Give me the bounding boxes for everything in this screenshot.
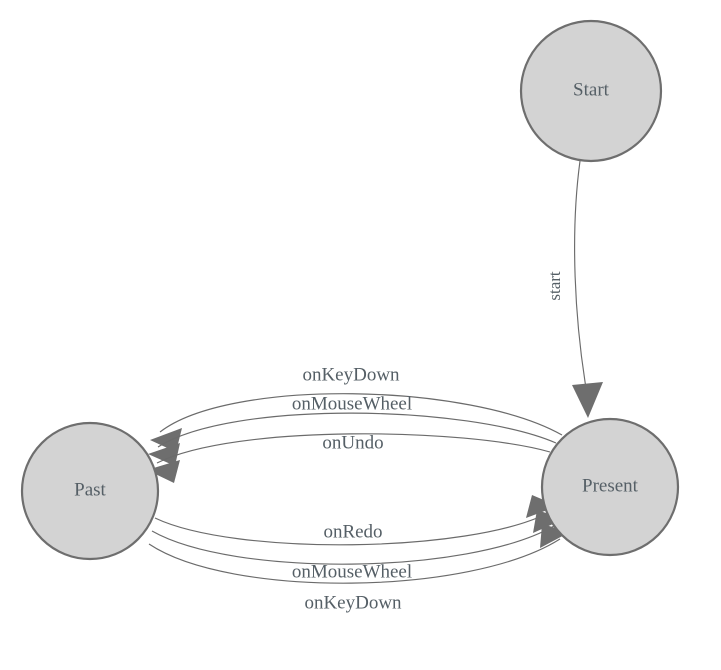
node-past[interactable]: Past (20, 421, 160, 561)
node-present[interactable]: Present (540, 417, 680, 557)
edge-start-to-present-path (574, 160, 587, 389)
node-past-circle (20, 421, 160, 561)
edge-past-to-present-onmousewheel-label: onMouseWheel (292, 561, 412, 582)
edge-present-to-past-onkeydown-label: onKeyDown (302, 364, 400, 385)
edge-present-to-past-onkeydown-path (159, 393, 563, 436)
edge-past-to-present-onkeydown-label: onKeyDown (304, 592, 402, 613)
edge-past-to-present-onredo-arrowhead (526, 495, 558, 518)
node-start[interactable]: Start (519, 19, 663, 163)
edge-past-to-present-onmousewheel-path (151, 525, 555, 565)
edge-start-to-present-arrowhead (572, 382, 603, 418)
node-present-label: Present (582, 475, 639, 496)
edge-past-to-present-onmousewheel-arrowhead (533, 510, 564, 533)
edge-past-to-present-onredo-path (154, 512, 549, 546)
edge-present-to-past-onmousewheel[interactable]: onMouseWheel (148, 393, 557, 466)
edge-past-to-present-onkeydown[interactable]: onKeyDown (148, 524, 570, 613)
edge-present-to-past-onundo-path (156, 433, 551, 464)
node-start-label: Start (573, 79, 610, 100)
edge-present-to-past-onundo-arrowhead (147, 460, 180, 483)
node-start-circle (519, 19, 663, 163)
edge-present-to-past-onmousewheel-arrowhead (148, 443, 180, 466)
edge-present-to-past-onmousewheel-label: onMouseWheel (292, 393, 412, 414)
edge-present-to-past-onundo-label: onUndo (322, 432, 383, 453)
node-past-label: Past (74, 479, 106, 500)
edge-past-to-present-onredo[interactable]: onRedo (154, 495, 558, 546)
edge-past-to-present-onmousewheel[interactable]: onMouseWheel (151, 510, 564, 582)
edge-present-to-past-onmousewheel-path (157, 412, 557, 448)
edge-past-to-present-onredo-label: onRedo (323, 521, 382, 542)
edge-start-to-present[interactable]: start (545, 160, 603, 418)
edge-present-to-past-onundo[interactable]: onUndo (147, 432, 551, 483)
edge-past-to-present-onkeydown-path (148, 538, 561, 584)
node-present-circle (540, 417, 680, 557)
edge-start-to-present-label: start (545, 271, 564, 301)
